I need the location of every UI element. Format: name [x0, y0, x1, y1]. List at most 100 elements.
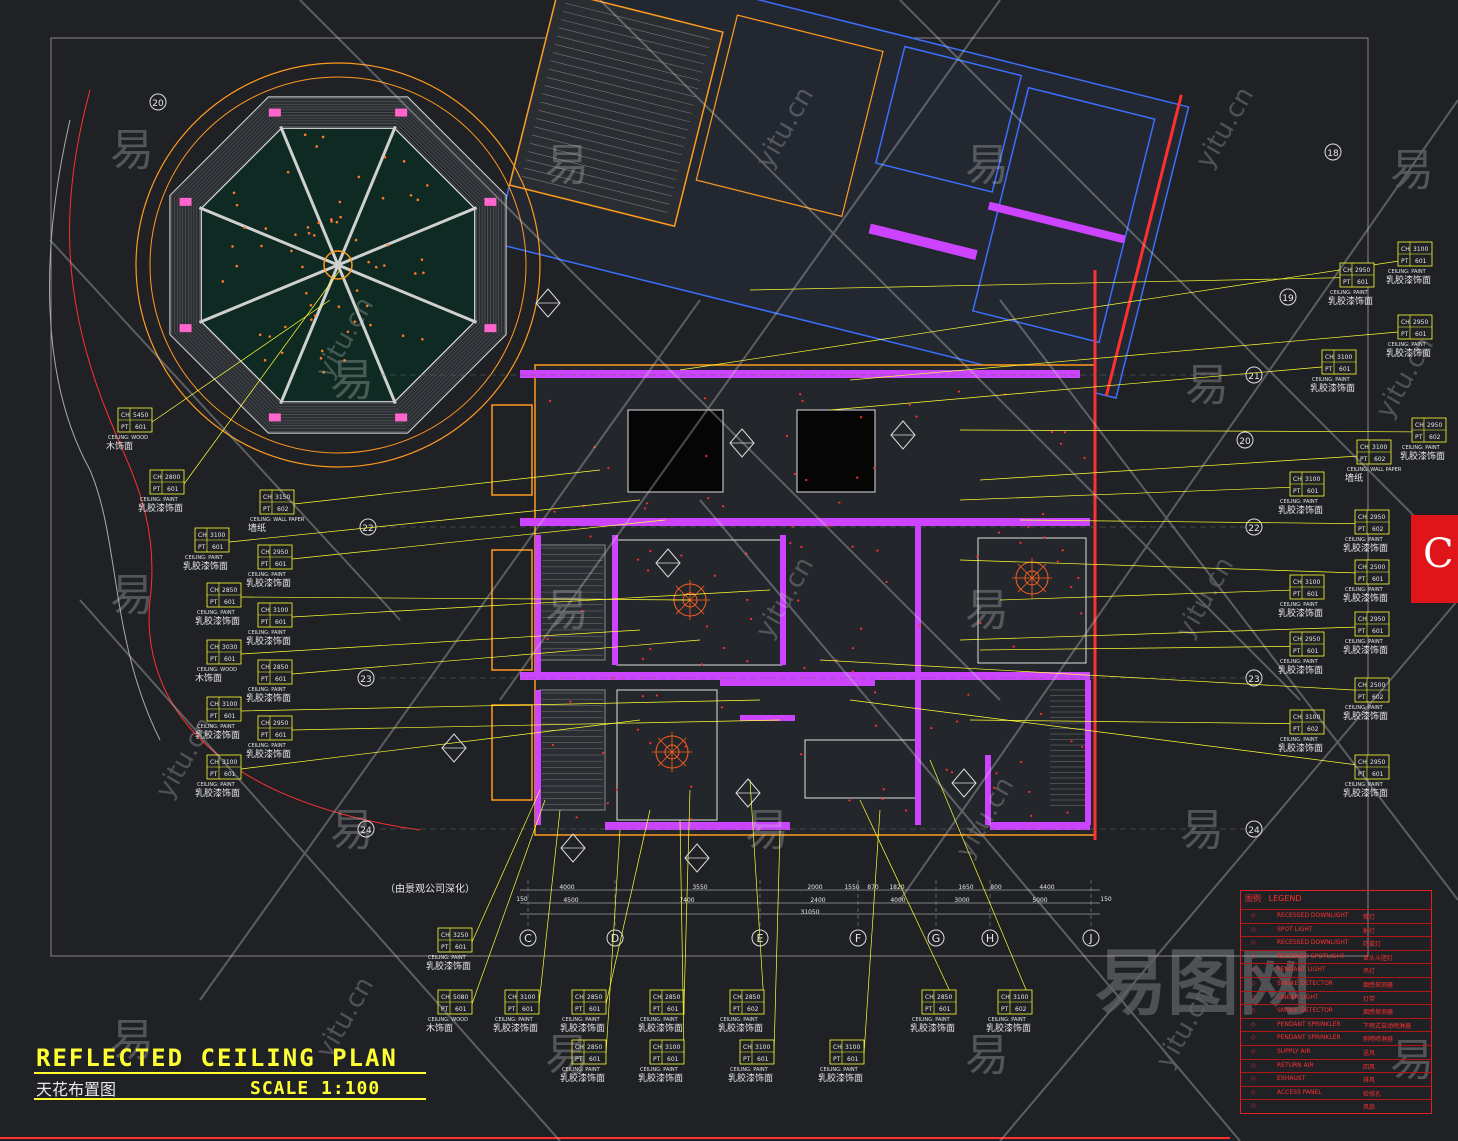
rotunda-downlight — [281, 351, 284, 354]
downlight — [642, 695, 644, 697]
tag-finish-label: 乳胶漆饰面 — [1343, 787, 1388, 799]
legend-symbol-icon: ◇ — [1251, 980, 1256, 987]
tag-ch-key: CH — [733, 994, 742, 1001]
tag-pt-value: 601 — [275, 676, 287, 683]
legend-symbol-icon: ◇ — [1251, 953, 1256, 960]
grid-label-23: 23 — [360, 675, 371, 685]
rotunda-downlight — [355, 239, 358, 242]
legend-label-cn: 风扇 — [1363, 1102, 1375, 1111]
rotunda-downlight — [382, 197, 385, 200]
legend-label-cn: 烟感探测器 — [1363, 1007, 1393, 1016]
tag-note: CEILING: PAINT — [1312, 377, 1351, 383]
tag-pt-key: PT — [210, 771, 218, 778]
tag-pt-key: PT — [733, 1006, 741, 1013]
tag-note: CEILING: PAINT — [1280, 602, 1319, 608]
downlight — [616, 789, 618, 791]
tag-note: CEILING: PAINT — [640, 1017, 679, 1023]
downlight — [875, 725, 877, 727]
rotunda-downlight — [310, 304, 313, 307]
legend-label-en: SMOKE DETECTOR — [1277, 1007, 1333, 1014]
rotunda-downlight — [294, 233, 297, 236]
rotunda-downlight — [426, 184, 429, 187]
downlight — [1070, 586, 1072, 588]
rotunda-downlight — [330, 218, 333, 221]
tag-note: CEILING: PAINT — [1345, 639, 1384, 645]
rotunda-downlight — [336, 221, 339, 224]
tag-note: CEILING: WOOD — [197, 667, 237, 673]
tag-finish-label: 乳胶漆饰面 — [1343, 542, 1388, 554]
legend-label-cn: 侧喷喷淋器 — [1363, 1034, 1393, 1043]
tag-note: CEILING: WALL PAPER — [1347, 467, 1402, 473]
legend-table: 图例 LEGEND ◇RECESSED DOWNLIGHT筒灯◇SPOT LIG… — [1240, 890, 1432, 1114]
rotunda-downlight — [315, 145, 318, 148]
tag-ch-key: CH — [261, 720, 270, 727]
downlight — [1040, 713, 1042, 715]
rotunda-column — [180, 198, 192, 206]
downlight — [721, 706, 723, 708]
legend-symbol-icon: ◇ — [1251, 1102, 1256, 1109]
partition-wall — [920, 518, 1090, 526]
tag-pt-key: PT — [1401, 331, 1409, 338]
downlight — [800, 546, 802, 548]
rotunda-downlight — [284, 326, 287, 329]
rotunda-column — [180, 324, 192, 332]
downlight — [607, 802, 609, 804]
tag-ch-key: CH — [1001, 994, 1010, 1001]
tag-note: CEILING: PAINT — [1388, 269, 1427, 275]
tag-ch-key: CH — [925, 994, 934, 1001]
tag-pt-value: 601 — [1307, 488, 1319, 495]
tag-note: CEILING: PAINT — [1280, 499, 1319, 505]
legend-label-cn: 筒灯 — [1363, 912, 1375, 921]
tag-finish-label: 乳胶漆饰面 — [1278, 504, 1323, 516]
downlight — [642, 658, 644, 660]
tag-pt-value: 601 — [212, 544, 224, 551]
legend-label-cn: 排风 — [1363, 1075, 1375, 1084]
watermark-text: yitu.cn — [1190, 82, 1260, 173]
tag-finish-label: 乳胶漆饰面 — [246, 635, 291, 647]
tag-finish-label: 乳胶漆饰面 — [910, 1022, 955, 1034]
tag-ch-value: 2950 — [273, 549, 288, 556]
dimension-label: 4000 — [890, 897, 905, 904]
downlight — [690, 818, 692, 820]
downlight — [1081, 746, 1083, 748]
tag-ch-key: CH — [1358, 759, 1367, 766]
rotunda-downlight — [317, 221, 320, 224]
tag-finish-label: 乳胶漆饰面 — [638, 1072, 683, 1084]
grid-label-23: 23 — [1248, 675, 1259, 685]
leader-line — [472, 790, 540, 942]
rotunda-downlight — [236, 204, 239, 207]
tag-pt-value: 602 — [1374, 456, 1386, 463]
legend-title-cn: 图例 — [1245, 894, 1261, 903]
tag-finish-label: 乳胶漆饰面 — [818, 1072, 863, 1084]
tag-finish-label: 乳胶漆饰面 — [1328, 295, 1373, 307]
downlight — [886, 581, 888, 583]
partition-wall — [520, 370, 1080, 378]
downlight — [1051, 431, 1053, 433]
legend-label-cn: 送风 — [1363, 1048, 1375, 1057]
tag-note: CEILING: PAINT — [248, 743, 287, 749]
tag-note: CEILING: PAINT — [820, 1067, 859, 1073]
dimension-label: 1550 — [844, 884, 859, 891]
rotunda-downlight — [384, 156, 387, 159]
legend-label-cn: 检修孔 — [1363, 1089, 1381, 1098]
downlight — [851, 546, 853, 548]
downlight — [789, 542, 791, 544]
downlight — [873, 467, 875, 469]
tag-pt-value: 601 — [167, 486, 179, 493]
rotunda-column — [395, 413, 407, 421]
tag-ch-value: 2800 — [165, 474, 180, 481]
tag-pt-value: 602 — [1429, 434, 1441, 441]
tag-pt-value: 601 — [135, 424, 147, 431]
tag-pt-key: PT — [1358, 628, 1366, 635]
tag-pt-key: PT — [1293, 488, 1301, 495]
legend-symbol-icon: ◇ — [1251, 1021, 1256, 1028]
tag-ch-key: CH — [1360, 444, 1369, 451]
tag-note: CEILING: WALL PAPER — [250, 517, 305, 523]
tag-pt-value: 601 — [1372, 771, 1384, 778]
rotunda-downlight — [339, 201, 342, 204]
rotunda-downlight — [264, 359, 267, 362]
tag-ch-value: 3100 — [520, 994, 535, 1001]
dimension-label: 4000 — [559, 884, 574, 891]
tag-ch-value: 2850 — [937, 994, 952, 1001]
tag-finish-label: 乳胶漆饰面 — [1278, 607, 1323, 619]
